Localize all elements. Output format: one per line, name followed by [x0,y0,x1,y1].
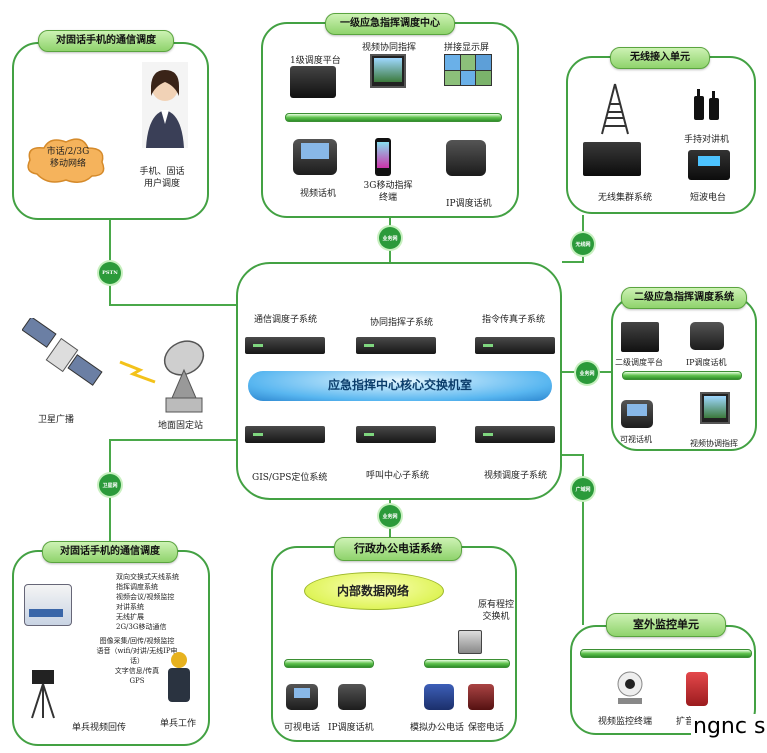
label-3g-terminal: 3G移动指挥 终端 [363,181,413,203]
list-soldier-capabilities: 图像采集/回传/视频监控 语音（wifi/对讲/无线IP电话） 文字信息/传真 … [96,637,178,685]
label-office-ip-phone: IP调度话机 [328,723,374,733]
list-vehicle-capabilities: 双向交换式天线系统 指挥调度系统 视频会议/视频监控 对讲系统 无线扩展 2G/… [116,573,179,631]
ip-phone-icon [446,140,486,176]
server-call-center-icon [356,426,436,443]
shortwave-radio-icon [688,150,730,180]
video-wall-icon [444,54,492,86]
command-vehicle-icon [24,584,72,626]
internal-network-label: 内部数据网络 [336,584,409,598]
box-title-wireless-access: 无线接入单元 [610,47,710,69]
wire-top-right [562,215,584,263]
wire-pstn [109,220,236,306]
label-pbx: 原有程控 交换机 [478,600,515,622]
link-tag-top-right: 无线网 [572,233,594,255]
label-level2-platform: 二级调度平台 [615,358,663,367]
server-video-dispatch-icon [475,426,555,443]
link-tag-right: 业务网 [576,362,598,384]
ground-station-icon [163,340,205,413]
link-tag-pstn: PSTN [99,262,121,284]
server-gis-icon [245,426,325,443]
level2-video-phone-icon [621,400,653,428]
label-level2-video-phone: 可视话机 [620,435,652,444]
label-secure-phone: 保密电话 [468,723,505,733]
network-bus-office-left [284,659,374,668]
core-switch-title: 应急指挥中心核心交换机室 [327,378,472,392]
server-collab-command-icon [356,337,436,354]
label-collab-command-subsystem: 协同指挥子系统 [370,318,434,328]
box-fixed-mobile-dispatch-bottom [12,550,210,746]
dispatch-console-icon [290,66,336,98]
server-fax-icon [475,337,555,354]
field-soldier-icon [168,652,190,702]
label-video-collab-command: 视频协同指挥 [362,43,417,53]
mobile-terminal-icon [375,138,391,176]
camera-tripod-icon [31,670,55,719]
pbx-icon [458,630,482,654]
wire-bottom-left [109,439,236,550]
surveillance-camera-icon [617,671,643,704]
label-gis-gps: GIS/GPS定位系统 [252,473,328,483]
video-phone-icon [293,139,337,175]
network-bus-level2 [622,371,742,380]
cloud-icon [27,138,105,183]
cloud-label: 市话/2/3G 移动网络 [46,147,90,169]
radio-tower-icon [601,83,629,135]
label-level2-video-collab: 视频协调指挥 [690,439,738,448]
level2-platform-icon [621,322,659,352]
label-video-dispatch: 视频调度子系统 [484,471,548,481]
network-bus-level1 [285,113,502,122]
label-soldier-work: 单兵工作 [160,719,197,729]
label-level1-platform: 1级调度平台 [290,56,341,66]
label-trunking-system: 无线集群系统 [598,193,653,203]
office-video-phone-icon [286,684,318,710]
box-title-fixed-mobile-dispatch-bottom: 对固话手机的通信调度 [42,541,178,563]
server-comm-dispatch-icon [245,337,325,354]
secure-phone-icon [468,684,494,710]
label-splicing-display: 拼接显示屏 [444,43,490,53]
link-tag-satellite-net: 卫星网 [99,474,121,496]
network-bus-office-right [424,659,510,668]
link-tag-wan: 广域网 [572,478,594,500]
core-switch-ellipse [248,371,552,401]
label-ip-dispatch-phone: IP调度话机 [446,199,492,209]
analog-phone-icon [424,684,454,710]
label-fax-subsystem: 指令传真子系统 [482,315,546,325]
monitor-icon [370,54,406,88]
label-shortwave-radio: 短波电台 [690,193,727,203]
label-satellite-broadcast: 卫星广播 [38,415,75,425]
link-tag-top: 业务网 [379,227,401,249]
pa-call-center-icon [686,672,708,706]
level2-ip-phone-icon [690,322,724,350]
label-soldier-video-return: 单兵视频回传 [72,723,127,733]
satellite-icon [22,318,103,386]
box-title-level1-command-center: 一级应急指挥调度中心 [325,13,455,35]
label-video-phone: 视频话机 [300,189,337,199]
label-analog-phone: 模拟办公电话 [410,723,465,733]
link-tag-bottom: 业务网 [379,505,401,527]
network-bus-outdoor [580,649,752,658]
operator-photo-icon [142,62,188,148]
level2-monitor-icon [700,392,730,424]
internal-network-ellipse [304,572,444,610]
box-title-admin-office-phone: 行政办公电话系统 [334,537,462,561]
box-title-outdoor-monitoring: 室外监控单元 [606,613,726,637]
label-handheld-radio: 手持对讲机 [684,135,730,145]
wire-bottom-right [562,454,584,625]
watermark: ngnc s [691,714,767,739]
label-ground-station: 地面固定站 [158,421,204,431]
box-title-level2-command-system: 二级应急指挥调度系统 [621,287,747,309]
caption-mobile-fixed-users: 手机、固话 用户调度 [139,167,185,189]
label-call-center: 呼叫中心子系统 [366,471,430,481]
box-title-fixed-mobile-dispatch-top: 对固话手机的通信调度 [38,30,174,52]
label-comm-dispatch-subsystem: 通信调度子系统 [254,315,318,325]
office-ip-phone-icon [338,684,366,710]
label-level2-ip-phone: IP调度话机 [686,358,727,367]
trunking-system-icon [583,142,641,176]
walkie-talkie-icon [694,89,719,120]
label-video-surveillance-terminal: 视频监控终端 [598,717,653,727]
label-office-video-phone: 可视电话 [284,723,321,733]
